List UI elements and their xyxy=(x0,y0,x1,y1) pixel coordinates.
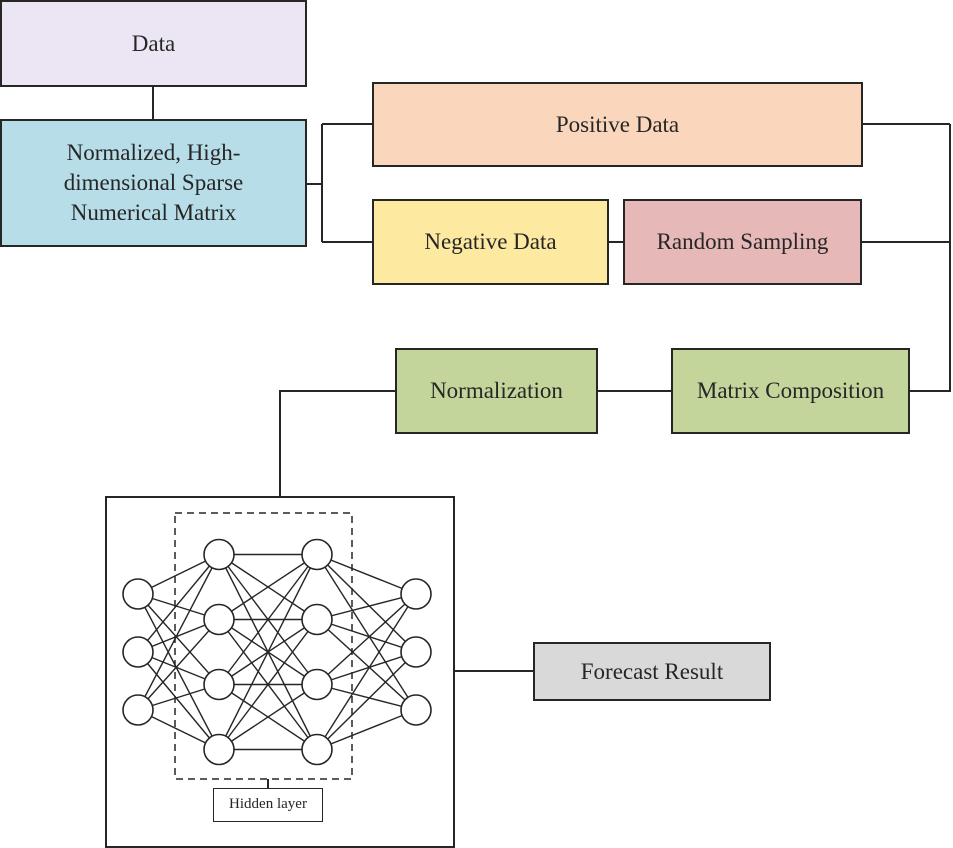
hidden-layer-frame xyxy=(174,512,353,780)
network-edge xyxy=(137,619,220,711)
network-node xyxy=(122,578,154,610)
network-node xyxy=(301,668,333,701)
network-node xyxy=(203,733,235,766)
network-edge xyxy=(218,554,318,685)
random-sampling-label: Random Sampling xyxy=(656,229,829,255)
network-node xyxy=(122,694,154,726)
hidden-layer-label: Hidden layer xyxy=(229,796,307,813)
sparse-matrix-line-2: dimensional Sparse xyxy=(63,170,244,196)
neural-network-box xyxy=(105,496,455,848)
forecast-result-label: Forecast Result xyxy=(580,658,724,684)
sparse-matrix-line-3: Numerical Matrix xyxy=(70,199,237,225)
network-node xyxy=(301,603,333,636)
connector-normalization-network xyxy=(279,390,395,496)
network-edge xyxy=(316,593,417,750)
normalization-box: Normalization xyxy=(395,348,598,434)
network-edge xyxy=(218,554,318,750)
network-edge xyxy=(218,553,318,621)
network-node xyxy=(122,636,154,668)
data-box: Data xyxy=(0,0,307,87)
network-edge xyxy=(316,553,417,595)
negative-data-box: Negative Data xyxy=(372,199,609,285)
connector-matrix-split xyxy=(307,123,372,243)
network-edge xyxy=(137,651,220,750)
network-node xyxy=(400,636,432,668)
data-label: Data xyxy=(131,30,176,56)
network-edge xyxy=(137,554,220,711)
network-node xyxy=(203,603,235,636)
network-edge xyxy=(316,618,417,653)
random-sampling-box: Random Sampling xyxy=(623,199,862,285)
positive-data-box: Positive Data xyxy=(372,82,863,167)
network-node xyxy=(400,694,432,726)
network-edge xyxy=(218,619,318,750)
negative-data-label: Negative Data xyxy=(424,229,557,255)
network-edge xyxy=(316,709,417,751)
normalization-label: Normalization xyxy=(430,378,563,404)
matrix-composition-label: Matrix Composition xyxy=(696,378,885,404)
forecast-result-box: Forecast Result xyxy=(533,642,771,701)
sparse-matrix-box: Normalized, High- dimensional Sparse Num… xyxy=(0,119,307,247)
network-node xyxy=(301,538,333,571)
network-edge xyxy=(316,554,417,711)
network-edge xyxy=(316,593,417,686)
network-edge xyxy=(137,554,220,653)
network-edge xyxy=(316,651,417,750)
network-edge xyxy=(316,651,417,686)
network-edge xyxy=(316,554,417,653)
positive-data-label: Positive Data xyxy=(555,111,680,137)
network-node xyxy=(301,733,333,766)
sparse-matrix-label: Normalized, High- dimensional Sparse Num… xyxy=(64,138,244,228)
network-edge xyxy=(316,618,417,711)
matrix-composition-box: Matrix Composition xyxy=(671,348,910,434)
network-node xyxy=(400,578,432,610)
network-edge xyxy=(218,683,318,751)
network-edge xyxy=(137,593,220,750)
network-nodes xyxy=(122,538,432,766)
network-edge xyxy=(316,593,417,621)
network-node xyxy=(203,668,235,701)
hidden-layer-box: Hidden layer xyxy=(213,788,323,822)
network-edge xyxy=(137,593,220,685)
network-edge xyxy=(316,683,417,711)
network-node xyxy=(203,538,235,571)
sparse-matrix-line-1: Normalized, High- xyxy=(66,140,241,166)
connector-right-rail xyxy=(862,123,951,392)
